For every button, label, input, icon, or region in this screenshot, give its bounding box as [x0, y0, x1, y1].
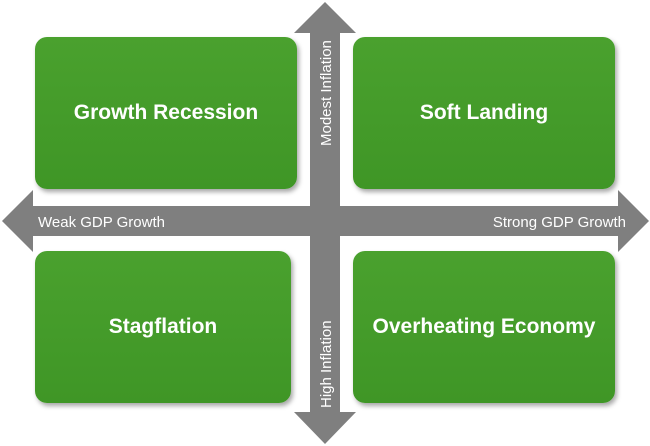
quadrant-label: Stagflation	[108, 315, 218, 338]
vertical-arrow	[294, 2, 356, 444]
axis-label-left: Weak GDP Growth	[38, 214, 165, 231]
quadrant-label: Soft Landing	[419, 101, 549, 124]
quadrant-overheating-economy: Overheating Economy	[353, 251, 615, 403]
quadrant-label: Overheating Economy	[372, 315, 596, 338]
quadrant-stagflation: Stagflation	[35, 251, 291, 403]
quadrant-growth-recession: Growth Recession	[35, 37, 297, 189]
axis-label-top: Modest Inflation	[318, 40, 335, 146]
axis-label-right: Strong GDP Growth	[493, 214, 626, 231]
quadrant-soft-landing: Soft Landing	[353, 37, 615, 189]
axis-label-bottom: High Inflation	[318, 320, 335, 408]
quadrant-label: Growth Recession	[73, 101, 259, 124]
